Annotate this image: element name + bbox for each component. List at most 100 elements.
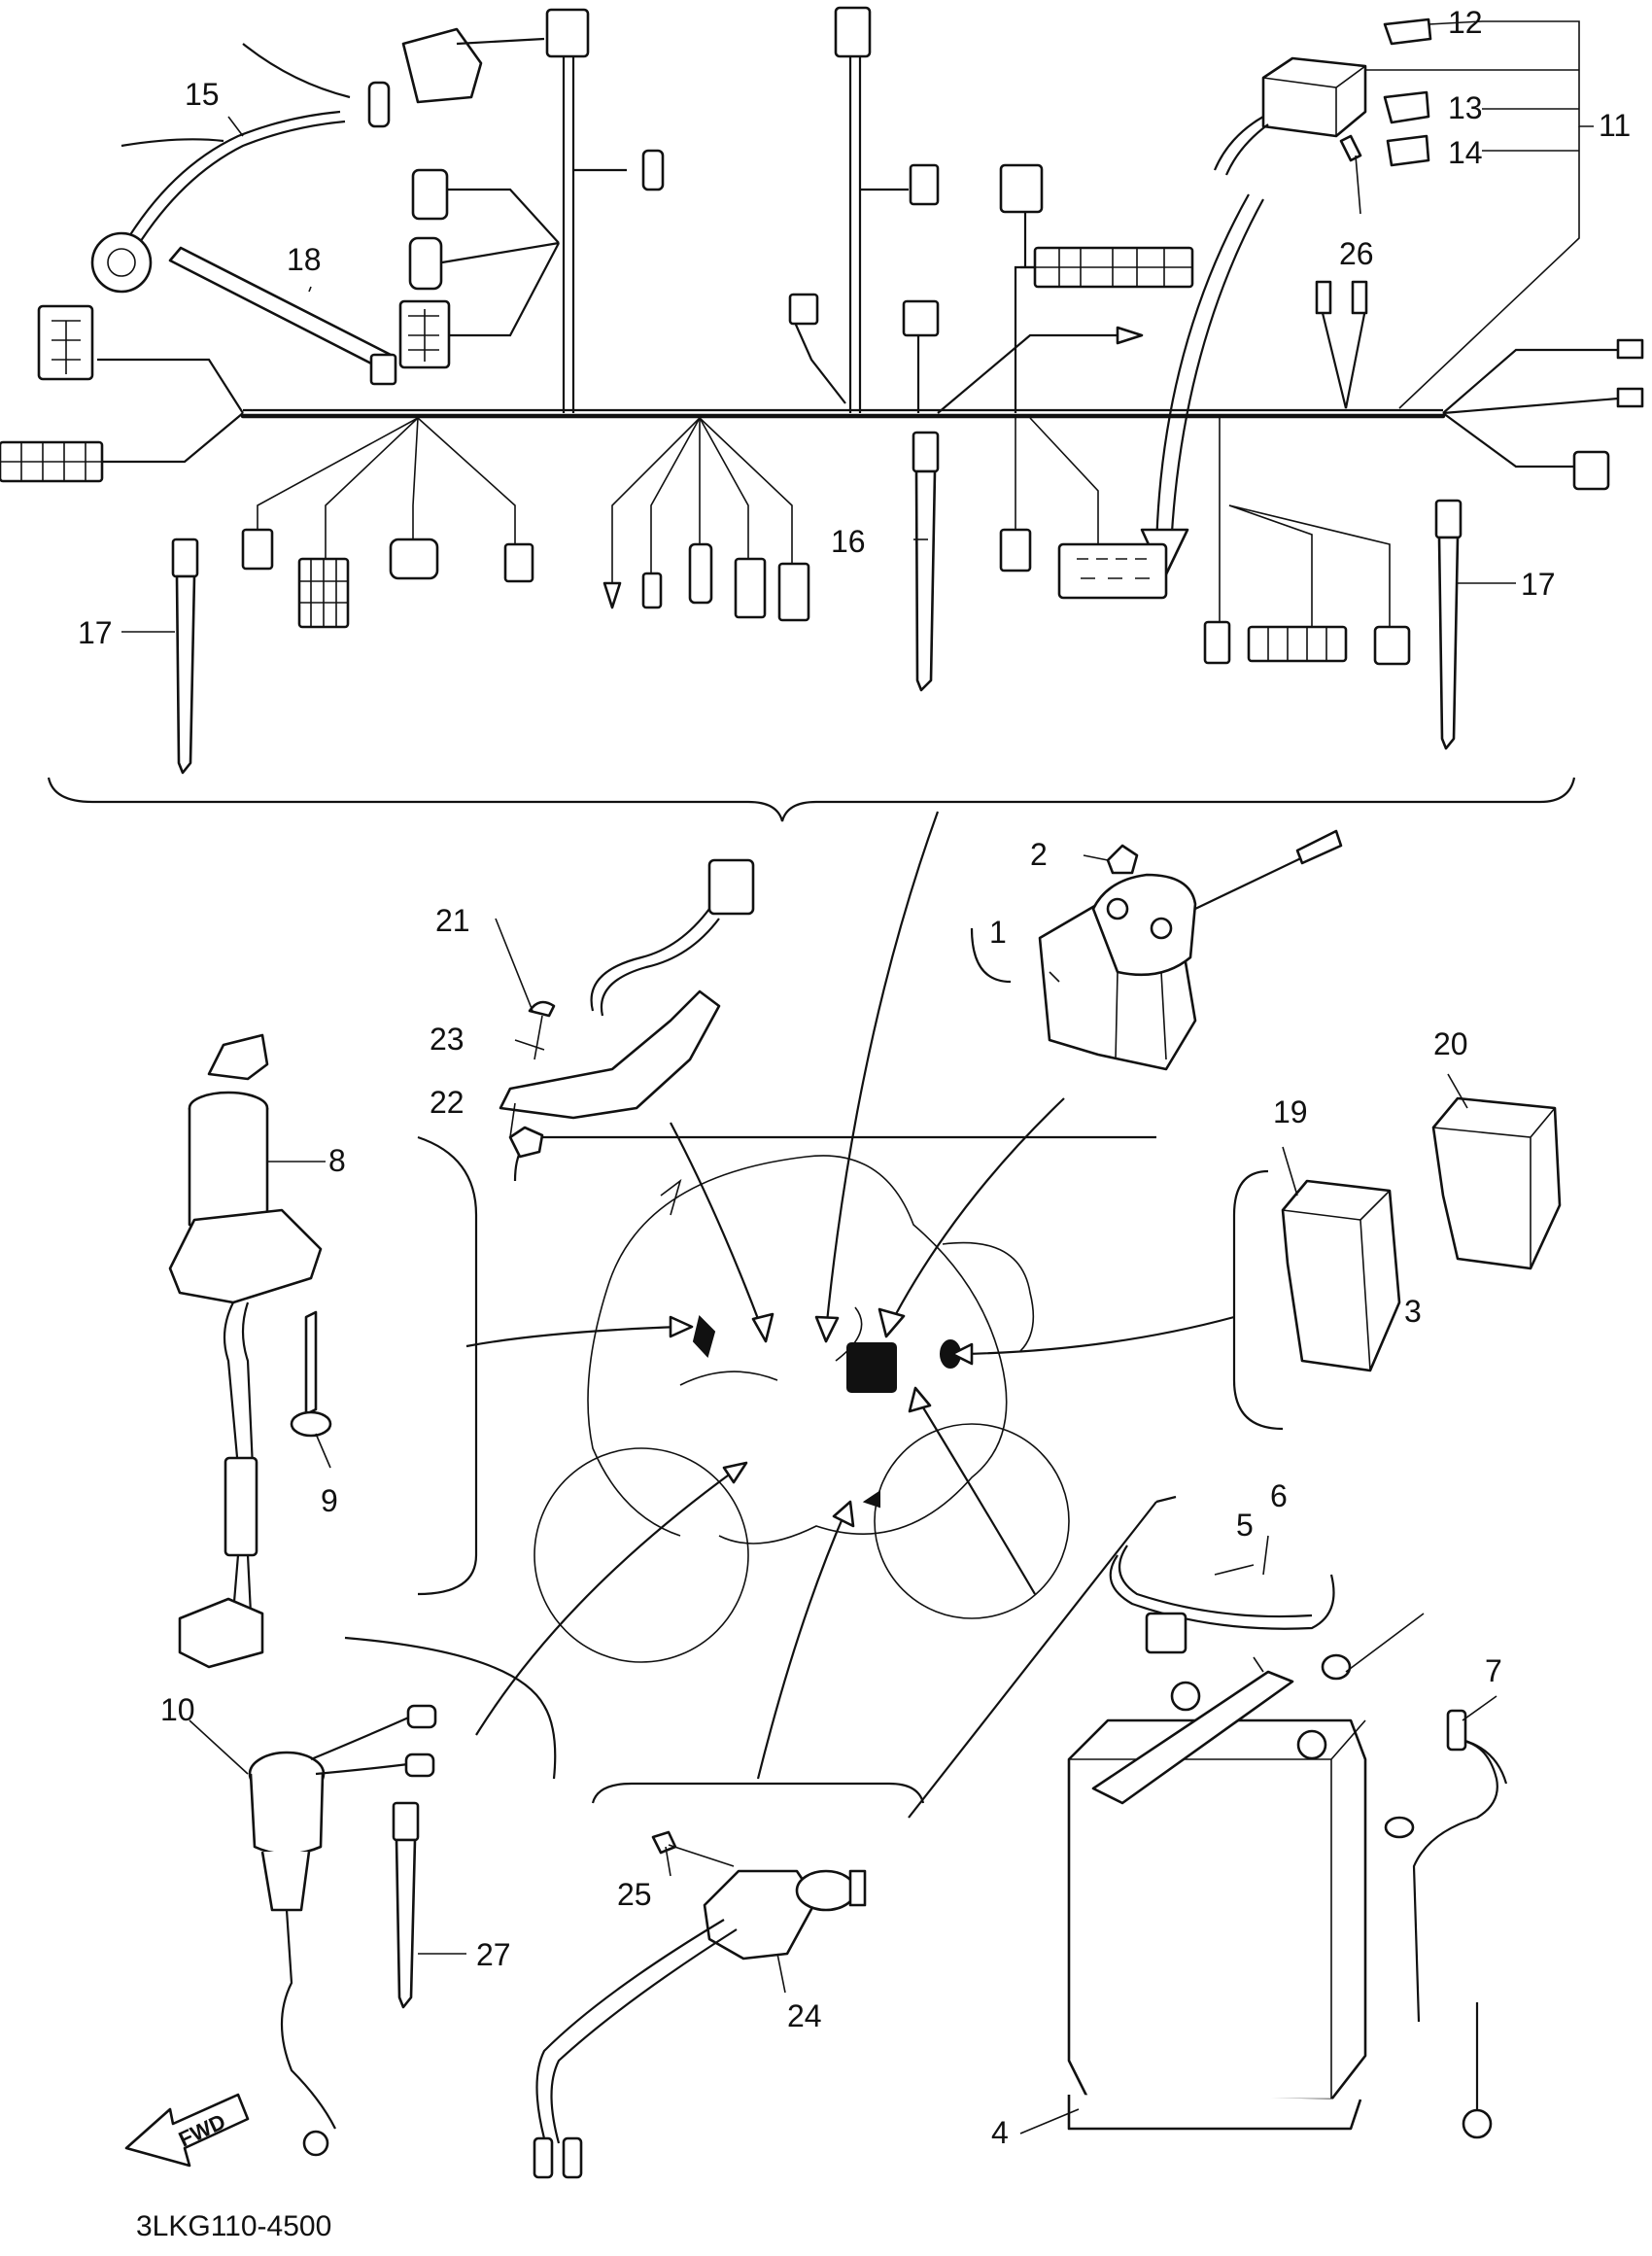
- connector-right-b: [1616, 387, 1644, 408]
- wire-harness: [97, 34, 1619, 627]
- callout-20: 20: [1433, 1026, 1468, 1061]
- harness-bracket: [47, 777, 1576, 822]
- callout-3: 3: [1404, 1294, 1422, 1329]
- part-15-switch-harness: [90, 27, 545, 294]
- fan-connector-1: [241, 528, 274, 571]
- fan-connector-9: [777, 562, 810, 622]
- part-23-switch-bracket: [499, 858, 755, 1159]
- connector-2pin-a: [909, 163, 940, 206]
- switch-bracket-connector: [707, 858, 755, 916]
- callout-4: 4: [991, 2115, 1009, 2150]
- part-16-cable-tie: [912, 431, 940, 692]
- part-18-strap: [168, 246, 397, 386]
- callout-19: 19: [1273, 1094, 1308, 1129]
- ignition-key: [207, 1033, 269, 1081]
- part-22-nut: [508, 1126, 544, 1159]
- part-20-relay: [1431, 1096, 1562, 1270]
- callout-23: 23: [430, 1022, 465, 1057]
- callout-16: 16: [831, 524, 866, 559]
- switch-connector: [401, 27, 483, 104]
- connector-small-d: [902, 299, 940, 337]
- connector-stub-a: [1315, 280, 1332, 315]
- part-1-starter-relay: [1038, 829, 1343, 1071]
- callout-22: 22: [430, 1085, 465, 1120]
- part-3-terminal: [1296, 1729, 1327, 1760]
- part-6-battery-lead-connector: [1145, 1612, 1187, 1654]
- part-17-cable-tie-right: [1434, 499, 1463, 750]
- sensor-connector-a: [411, 168, 449, 221]
- callout-25: 25: [617, 1877, 652, 1912]
- part-12-fuse: [1383, 17, 1432, 46]
- part-8-main-switch: [168, 1033, 332, 1669]
- callout-18: 18: [287, 242, 322, 277]
- bike-switch-marker: [862, 1490, 880, 1509]
- harness-connectors: [0, 6, 1644, 666]
- arrows-to-bike: [465, 811, 1235, 1780]
- bike-lock-marker: [692, 1315, 716, 1358]
- part-10-switch: [248, 1704, 437, 2157]
- callout-27: 27: [476, 1937, 511, 1972]
- callout-labels: 1 2 3 4 5 6 7 8 9 10 11 12 13 14 15 16 1…: [78, 5, 1631, 2150]
- connector-stub-b: [1351, 280, 1368, 315]
- fan-connector-6: [641, 572, 663, 609]
- callout-9: 9: [321, 1483, 338, 1518]
- part-27-cable-tie: [392, 1801, 420, 2009]
- callout-26: 26: [1339, 236, 1374, 271]
- fan-connector-11: [1203, 620, 1231, 665]
- callout-7: 7: [1485, 1653, 1502, 1688]
- part-4-battery: [1067, 1544, 1508, 2139]
- part-11-fuse-box: [1213, 17, 1432, 176]
- callout-6: 6: [1270, 1478, 1288, 1513]
- part-24-sensor: [533, 1830, 867, 2179]
- part-13-fuse: [1383, 90, 1430, 124]
- callout-2: 2: [1030, 837, 1048, 872]
- motorcycle-outline: [533, 1155, 1070, 1663]
- callout-11: 11: [1599, 108, 1631, 143]
- part-2-nut: [1106, 844, 1139, 875]
- fan-connector-8: [734, 557, 767, 619]
- connector-2pin-b: [999, 163, 1044, 214]
- connector-top-a: [545, 8, 590, 58]
- part-21-screw: [528, 1000, 556, 1018]
- callout-13: 13: [1448, 90, 1483, 125]
- connector-small-c: [788, 293, 819, 326]
- connector-right-c: [1572, 450, 1610, 491]
- callout-leaders: [121, 20, 1594, 2135]
- fan-connector-10: [999, 528, 1032, 573]
- part-5-battery-band: [1091, 1670, 1294, 1805]
- callout-24: 24: [787, 1998, 822, 2033]
- callout-21: 21: [435, 903, 470, 938]
- callout-14: 14: [1448, 135, 1483, 170]
- connector-top-b: [834, 6, 872, 58]
- callout-8: 8: [328, 1143, 346, 1178]
- fan-connector-12: [1247, 625, 1348, 663]
- group-brackets: [344, 927, 1284, 1819]
- main-switch-connector: [178, 1597, 264, 1669]
- fan-connector-7: [688, 542, 713, 605]
- sensor-connector-b: [408, 236, 443, 291]
- figure-code: 3LKG110-4500: [136, 2210, 331, 2242]
- part-25-screw: [651, 1830, 677, 1855]
- fan-connector-block: [1057, 542, 1168, 600]
- connector-right-a: [1616, 338, 1644, 360]
- fan-connector-3: [389, 538, 439, 580]
- part-17-cable-tie-left: [171, 538, 199, 775]
- callout-12: 12: [1448, 5, 1483, 40]
- callout-10: 10: [160, 1692, 195, 1727]
- callout-17-left: 17: [78, 615, 113, 650]
- fan-connector-5: [602, 581, 622, 609]
- fwd-arrow: FWD: [124, 2093, 250, 2168]
- bike-relay-marker: [846, 1342, 897, 1393]
- part-9-bolt: [304, 1310, 318, 1416]
- part-7-lead: [1446, 1709, 1467, 1752]
- connector-single-a: [641, 149, 665, 191]
- part-14-fuse: [1386, 134, 1430, 167]
- callout-17-right: 17: [1521, 567, 1556, 602]
- battery-pad: [1067, 2095, 1362, 2131]
- callout-1: 1: [989, 915, 1007, 950]
- fan-connector-13: [1373, 625, 1411, 666]
- part-19-relay: [1281, 1179, 1401, 1372]
- callout-15: 15: [185, 77, 220, 112]
- callout-5: 5: [1236, 1508, 1254, 1543]
